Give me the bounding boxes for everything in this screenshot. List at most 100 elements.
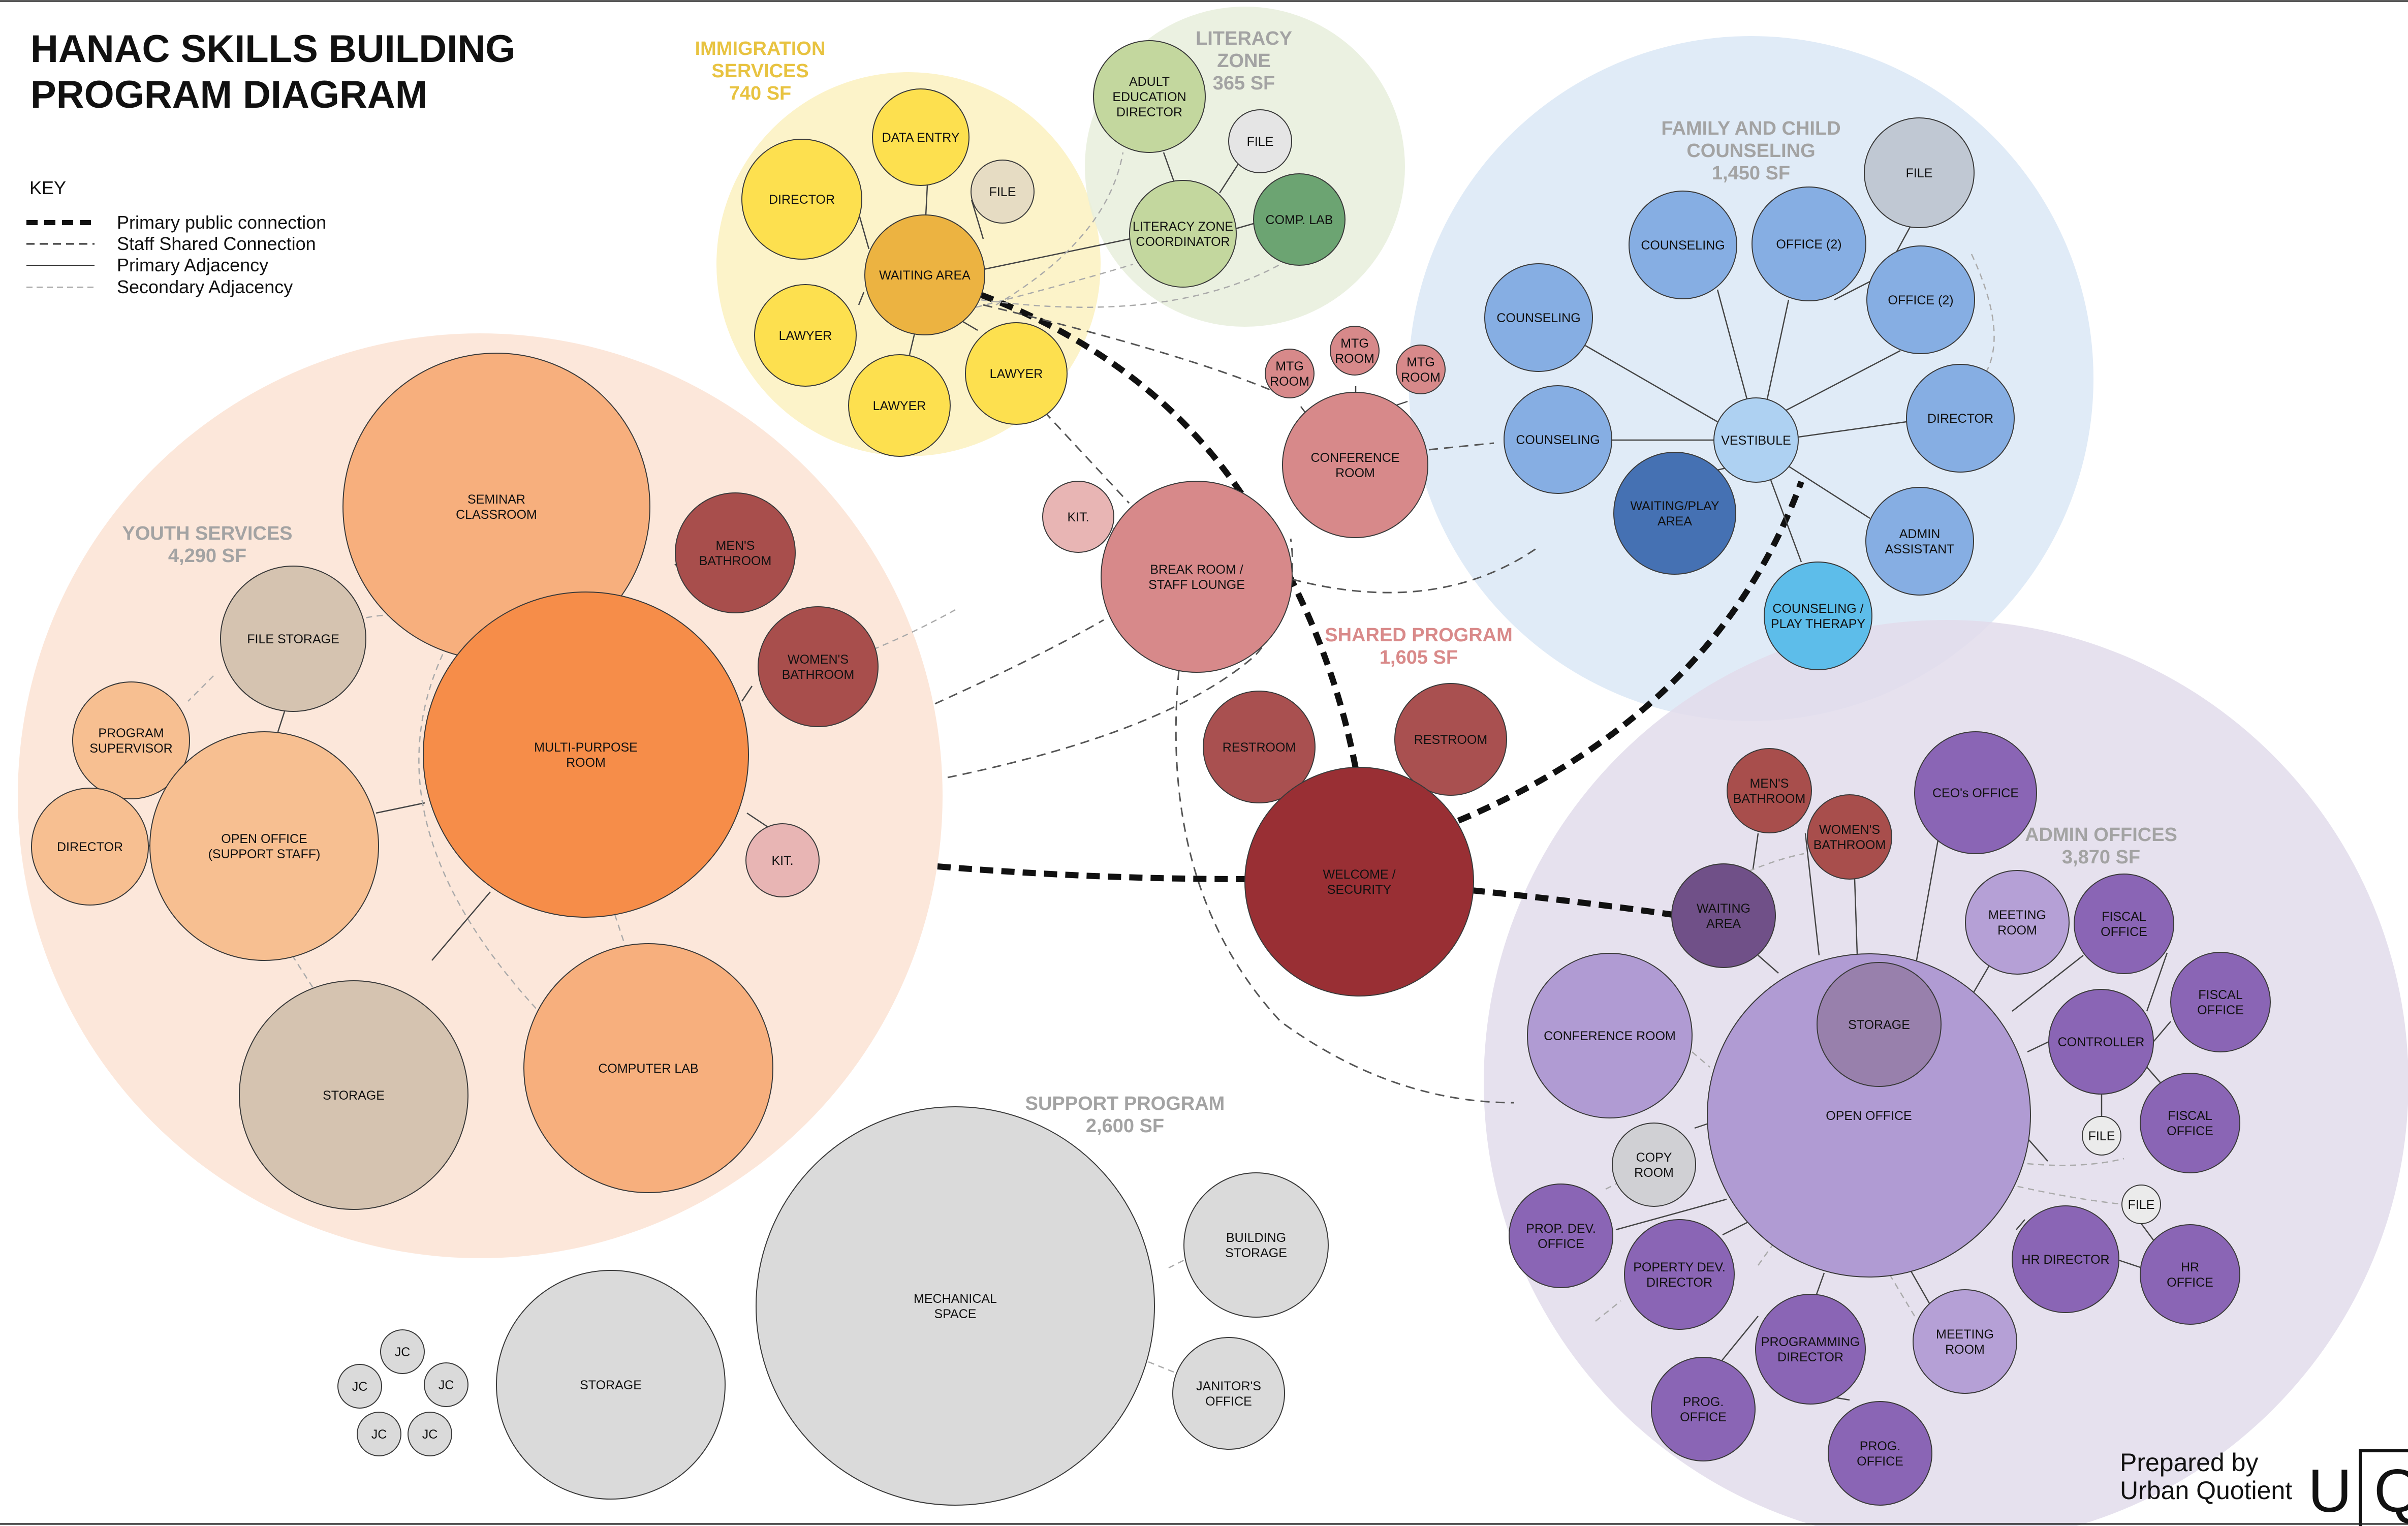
zone-label-line: 740 SF <box>729 83 792 104</box>
connection-primary-adjacency <box>858 292 865 305</box>
room-label: JC <box>371 1427 387 1442</box>
room-label: CEO's OFFICE <box>1932 786 2019 800</box>
credit-line-1: Prepared by <box>2120 1448 2258 1477</box>
room-label: PROP. DEV. <box>1526 1222 1596 1236</box>
room-label: ROOM <box>1335 466 1375 480</box>
room-bubble <box>1394 683 1507 796</box>
room-label: COORDINATOR <box>1136 235 1230 249</box>
connection-staff-shared <box>983 304 1286 397</box>
zone-label-line: IMMIGRATION <box>695 38 826 59</box>
room-label: CLASSROOM <box>456 508 537 522</box>
room-bubble <box>1671 863 1776 968</box>
room-label: ADULT <box>1129 75 1170 89</box>
connection-primary-adjacency <box>960 319 978 331</box>
connection-primary-adjacency <box>1804 833 1820 956</box>
room-label: ASSISTANT <box>1885 542 1954 556</box>
room-label: OFFICE <box>1538 1237 1584 1251</box>
room-bubble <box>2170 952 2271 1052</box>
connection-primary-adjacency <box>1798 421 1907 438</box>
room-bubble <box>1228 109 1292 173</box>
connection-secondary-adjacency <box>2027 1158 2124 1166</box>
room-bubble <box>1828 1401 1932 1506</box>
title-line-1: HANAC SKILLS BUILDING <box>30 27 515 71</box>
room-y-director: DIRECTOR <box>31 788 149 906</box>
room-fam-file: FILE <box>1864 117 1975 228</box>
room-label: COUNSELING <box>1516 433 1600 447</box>
room-label: EDUCATION <box>1112 90 1186 104</box>
room-label: KIT. <box>1067 510 1089 524</box>
connection-primary-adjacency <box>1752 833 1759 869</box>
room-label: ROOM <box>566 756 606 770</box>
room-fam-couns1: COUNSELING <box>1629 191 1737 299</box>
room-bubble <box>1707 953 2031 1278</box>
room-bubble <box>2074 874 2174 974</box>
room-label: WELCOME / <box>1323 867 1395 882</box>
room-a-prog2: PROG.OFFICE <box>1828 1401 1932 1506</box>
connection-primary-public <box>1471 887 1673 918</box>
room-bubble <box>380 1329 425 1374</box>
connection-primary-adjacency <box>2153 1021 2171 1042</box>
room-label: STORAGE <box>580 1378 642 1392</box>
connection-secondary-adjacency <box>1681 853 1804 906</box>
connection-primary-adjacency <box>1834 278 1874 301</box>
room-bubble <box>848 354 951 457</box>
connection-primary-adjacency <box>1915 823 1942 966</box>
title-line-2: PROGRAM DIAGRAM <box>30 73 427 116</box>
connection-secondary-adjacency <box>1148 1361 1174 1373</box>
zone-label-line: COUNSELING <box>1686 140 1815 162</box>
room-label: OFFICE <box>1205 1394 1252 1409</box>
connection-primary-adjacency <box>2027 1138 2048 1162</box>
room-bubble <box>1330 326 1380 376</box>
zone-label-line: 3,870 SF <box>2062 847 2140 868</box>
room-bubble <box>408 1412 452 1456</box>
room-label: OFFICE <box>1680 1410 1727 1424</box>
room-label: DIRECTOR <box>769 193 835 207</box>
room-bubble <box>1282 392 1428 538</box>
room-lit-comp: COMP. LAB <box>1253 173 1346 266</box>
legend: KEY Primary public connection Staff Shar… <box>26 177 326 297</box>
room-bubble <box>1396 345 1446 394</box>
legend-label-staff-shared: Staff Shared Connection <box>117 233 316 254</box>
room-label: ROOM <box>1335 352 1374 366</box>
zone-label-line: 1,605 SF <box>1380 647 1458 668</box>
room-fam-office1: OFFICE (2) <box>1752 186 1866 301</box>
room-a-storage: STORAGE <box>1817 962 1942 1087</box>
connection-primary-adjacency <box>1770 480 1802 563</box>
zone-label-line: SHARED PROGRAM <box>1325 625 1512 646</box>
connection-primary-adjacency <box>741 686 753 702</box>
room-label: VESTIBULE <box>1721 433 1791 448</box>
connection-staff-shared <box>1043 411 1130 504</box>
room-label: BREAK ROOM / <box>1150 563 1243 577</box>
room-bubble <box>1101 481 1293 673</box>
room-imm-file: FILE <box>971 160 1035 224</box>
connection-primary-adjacency <box>1910 1270 1932 1306</box>
connection-primary-adjacency <box>925 185 928 216</box>
connection-secondary-adjacency <box>2007 1183 2124 1205</box>
room-s-jc3: JC <box>424 1362 468 1407</box>
room-bubble <box>1913 1289 2017 1394</box>
room-label: FILE <box>2128 1198 2155 1212</box>
room-label: AREA <box>1706 917 1741 931</box>
legend-label-primary-adjacency: Primary Adjacency <box>117 255 268 275</box>
room-a-prog1: PROG.OFFICE <box>1651 1357 1756 1461</box>
legend-label-primary-public: Primary public connection <box>117 212 326 233</box>
room-bubble <box>496 1270 726 1500</box>
connection-primary-adjacency <box>1615 1198 1727 1231</box>
room-bubble <box>2012 1205 2119 1313</box>
room-bubble <box>1093 40 1206 153</box>
diagram-title: HANAC SKILLS BUILDING PROGRAM DIAGRAM <box>30 27 515 116</box>
room-label: DIRECTOR <box>1927 412 1993 426</box>
room-bubble <box>1244 767 1474 996</box>
room-label: COMP. LAB <box>1266 213 1333 227</box>
room-bubble <box>2121 1185 2161 1224</box>
connection-primary-adjacency <box>1766 299 1790 399</box>
room-label: (SUPPORT STAFF) <box>208 847 321 861</box>
